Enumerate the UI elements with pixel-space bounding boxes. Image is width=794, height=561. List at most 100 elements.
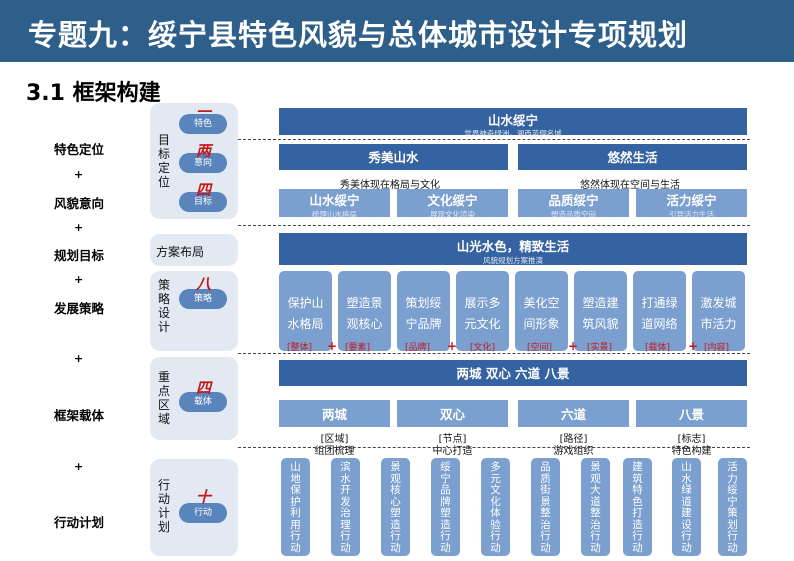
strategy-panel-label: 策略设计 <box>157 278 170 334</box>
strategy-group-4: [文化] <box>470 343 496 353</box>
plan-panel: 方案布局 <box>150 234 238 266</box>
tag-action: 行动 <box>179 503 227 523</box>
action-text-9: 山水绿道建设行动 <box>681 461 692 554</box>
action-text-5: 多元文化体验行动 <box>490 461 501 554</box>
goal-two-2: 悠然生活 <box>607 150 658 165</box>
tag-intent: 意向 <box>179 153 227 173</box>
goal-four-box-3: 品质绥宁 塑造品质空间 <box>518 189 629 219</box>
plan-sub: 风貌规划方案推演 <box>483 256 543 265</box>
strategy-group-1: [整体] <box>287 343 313 353</box>
plus-sign: + <box>74 221 84 234</box>
strategy-text-3: 策划绥宁品牌 <box>405 296 442 331</box>
tag-strategy: 策略 <box>179 289 227 309</box>
goal-four-sub-2: 展现文化渲染 <box>430 210 475 219</box>
goal-top-title: 山水绥宁 <box>487 113 538 128</box>
plus-red: + <box>327 339 338 353</box>
goal-four-sub-1: 梳理山水格局 <box>312 210 357 219</box>
divider <box>238 139 750 140</box>
plus-red: + <box>447 339 458 353</box>
goal-two-1: 秀美山水 <box>368 150 419 165</box>
strategy-group-5: [空间] <box>527 343 553 353</box>
action-box-3: 景观核心塑造行动 <box>381 458 410 556</box>
action-box-8: 建筑特色打造行动 <box>623 458 652 556</box>
label-planning-goal: 规划目标 <box>54 248 105 263</box>
action-text-6: 品质街景整治行动 <box>540 461 551 554</box>
carrier-item-2: 双心 <box>439 407 465 422</box>
carrier-box: 两城 双心 六道 八景 <box>279 360 747 386</box>
carrier-item-box-1: 两城 <box>279 400 390 427</box>
tag-carrier: 载体 <box>179 392 227 412</box>
mark-four: 四 <box>196 181 212 199</box>
goal-four-title-4: 活力绥宁 <box>666 193 717 208</box>
goal-top-sub: 世界神奇绿洲，湘西苗侗名城 <box>464 129 562 138</box>
divider <box>238 353 750 354</box>
action-box-10: 活力绥宁策划行动 <box>718 458 747 556</box>
section-title: 3.1 框架构建 <box>26 81 161 106</box>
tag-goal: 目标 <box>179 192 227 212</box>
divider <box>238 447 750 448</box>
strategy-box-4: 展示多元文化 <box>456 271 509 351</box>
header-bar: 专题九：绥宁县特色风貌与总体城市设计专项规划 <box>0 0 794 62</box>
goal-four-title-2: 文化绥宁 <box>427 193 478 208</box>
carrier-item-box-2: 双心 <box>397 400 508 427</box>
carrier-title: 两城 双心 六道 八景 <box>456 366 570 381</box>
carrier-type-3: [路径] <box>559 434 588 445</box>
plus-sign: + <box>74 273 84 286</box>
action-box-2: 滨水开发治理行动 <box>331 458 360 556</box>
label-strategy: 发展策略 <box>54 301 105 316</box>
label-action-plan: 行动计划 <box>54 515 105 530</box>
plan-title: 山光水色，精致生活 <box>456 239 570 254</box>
strategy-group-6: [实景] <box>587 343 613 353</box>
carrier-item-box-3: 六道 <box>518 400 629 427</box>
carrier-panel-label: 重点区域 <box>157 370 170 426</box>
goal-four-sub-3: 塑造品质空间 <box>551 210 596 219</box>
strategy-group-2: [要素] <box>345 343 371 353</box>
strategy-box-1: 保护山水格局 <box>279 271 332 351</box>
strategy-text-2: 塑造景观核心 <box>346 296 383 331</box>
label-framework-carrier: 框架载体 <box>54 408 105 423</box>
goal-panel-label: 目标定位 <box>157 133 170 189</box>
mark-one: 一 <box>196 103 212 121</box>
goal-four-sub-4: 引导活力生活 <box>669 210 714 219</box>
plus-sign: + <box>74 460 84 473</box>
action-text-2: 滨水开发治理行动 <box>340 461 351 554</box>
strategy-group-3: [品牌] <box>405 343 431 353</box>
strategy-panel: 策略设计 <box>150 271 238 351</box>
plan-panel-label: 方案布局 <box>156 245 205 259</box>
action-box-9: 山水绿道建设行动 <box>672 458 701 556</box>
tag-feature: 特色 <box>179 114 227 134</box>
plus-sign: + <box>74 352 84 365</box>
carrier-type-4: [标志] <box>677 434 706 445</box>
action-box-7: 景观大道整治行动 <box>581 458 610 556</box>
carrier-desc-2: 中心打造 <box>432 446 473 457</box>
carrier-item-1: 两城 <box>321 407 347 422</box>
carrier-item-4: 八景 <box>678 407 704 422</box>
carrier-item-box-4: 八景 <box>636 400 747 427</box>
carrier-desc-3: 游戏组织 <box>553 446 594 457</box>
strategy-group-8: [内容] <box>704 343 730 353</box>
goal-four-title-3: 品质绥宁 <box>548 193 599 208</box>
carrier-type-2: [节点] <box>438 434 467 445</box>
carrier-item-3: 六道 <box>560 407 586 422</box>
action-box-6: 品质街景整治行动 <box>531 458 560 556</box>
label-feature-positioning: 特色定位 <box>54 142 105 157</box>
goal-caption-2: 悠然体现在空间与生活 <box>580 180 680 191</box>
mark-four-b: 四 <box>196 379 212 397</box>
carrier-desc-1: 组团梳理 <box>314 446 355 457</box>
action-box-5: 多元文化体验行动 <box>481 458 510 556</box>
goal-two-box-1: 秀美山水 <box>279 144 508 170</box>
goal-four-title-1: 山水绥宁 <box>309 193 360 208</box>
strategy-text-5: 美化空间形象 <box>523 296 560 331</box>
action-box-1: 山地保护利用行动 <box>281 458 310 556</box>
strategy-text-4: 展示多元文化 <box>464 296 501 331</box>
goal-caption-1: 秀美体现在格局与文化 <box>340 180 440 191</box>
strategy-box-6: 塑造建筑风貌 <box>574 271 627 351</box>
strategy-text-8: 激发城市活力 <box>700 296 737 331</box>
strategy-box-8: 激发城市活力 <box>692 271 745 351</box>
page-title: 专题九：绥宁县特色风貌与总体城市设计专项规划 <box>28 18 689 52</box>
divider <box>238 225 750 226</box>
action-text-8: 建筑特色打造行动 <box>632 461 643 554</box>
plan-box: 山光水色，精致生活 风貌规划方案推演 <box>279 233 747 265</box>
plus-red: + <box>568 339 579 353</box>
plus-red: + <box>688 339 699 353</box>
